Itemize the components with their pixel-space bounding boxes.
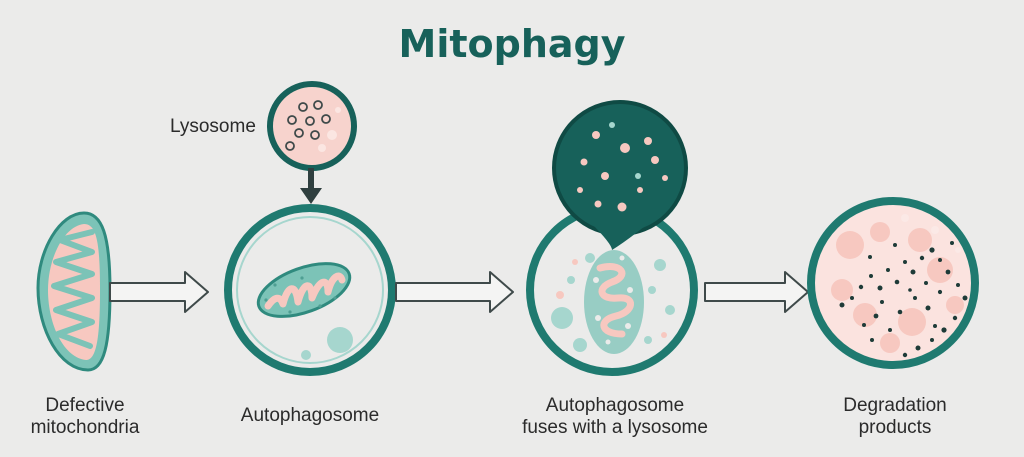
stage-label-fusion: Autophagosome fuses with a lysosome — [510, 395, 720, 439]
lysosome-label: Lysosome — [170, 116, 256, 137]
autolysosome — [526, 100, 698, 376]
arrow-2 — [395, 271, 514, 313]
stage-label-autophagosome: Autophagosome — [225, 405, 395, 427]
stage-label-line: Autophagosome — [545, 395, 685, 416]
stage-label-line: products — [858, 417, 932, 438]
autophagosome — [224, 204, 396, 376]
stage-label-degradation-products: Degradation products — [820, 395, 970, 439]
arrow-1 — [109, 271, 209, 313]
stage-label-line: mitochondria — [30, 417, 140, 438]
diagram-title: Mitophagy — [398, 22, 626, 66]
degradation-products — [807, 197, 979, 369]
stage-label-defective-mitochondria: Defective mitochondria — [10, 395, 160, 439]
stage-label-line: Autophagosome — [240, 405, 380, 426]
lysosome-callout — [267, 81, 357, 204]
stage-label-line: Defective — [45, 395, 125, 416]
arrow-3 — [704, 271, 809, 313]
stage-label-line: Degradation — [843, 395, 947, 416]
stage-label-line: fuses with a lysosome — [522, 417, 708, 438]
defective-mitochondrion — [36, 211, 112, 372]
